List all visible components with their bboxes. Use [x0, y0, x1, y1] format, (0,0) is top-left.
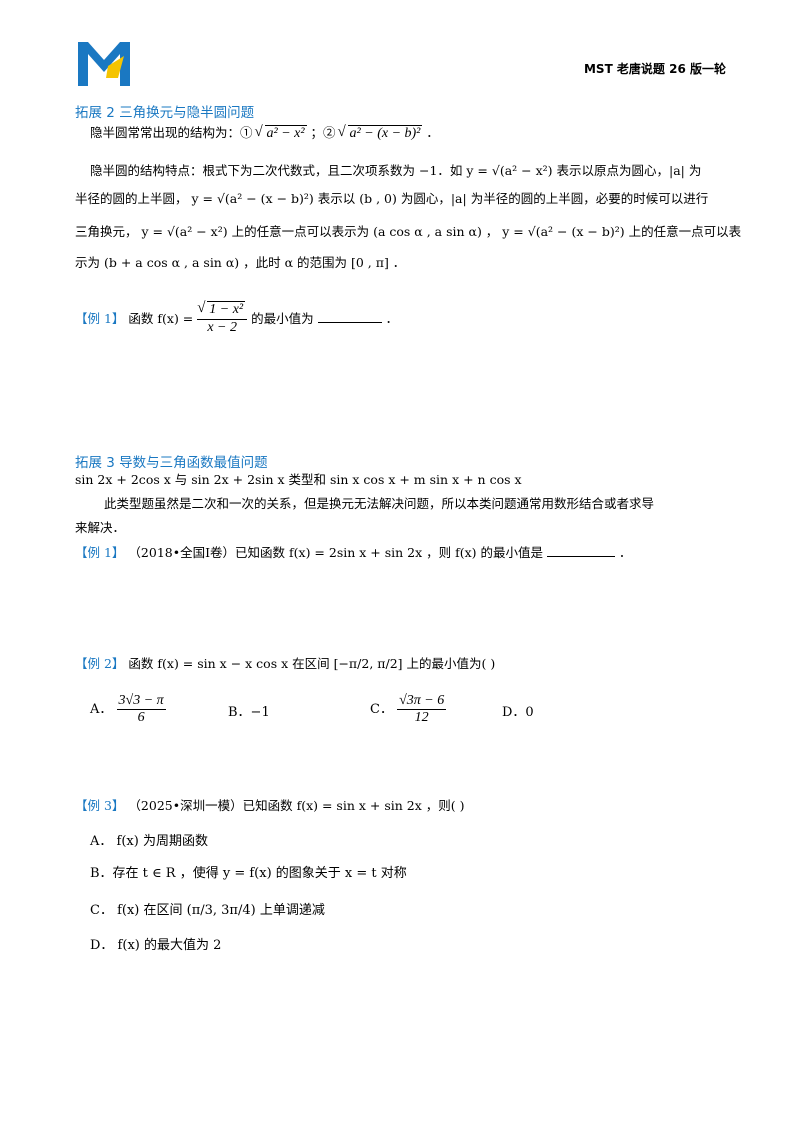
example-fraction: 1 − x² x − 2 [197, 299, 248, 337]
answer-blank[interactable] [547, 544, 616, 557]
header-title: MST 老唐说题 26 版一轮 [583, 62, 726, 76]
structure-end: ． [426, 125, 439, 140]
option-c[interactable]: C． f(x) 在区间 (π/3, 3π/4) 上单调递减 [90, 903, 325, 918]
example-1-sec2: 【例 1】 函数 f(x) = 1 − x² x − 2 的最小值为 ． [75, 299, 398, 337]
answer-blank[interactable] [317, 310, 382, 323]
structure-line: 隐半圆常常出现的结构为：① a² − x² ；② a² − (x − b)² ． [90, 123, 439, 143]
sqrt-expr-2: a² − (x − b)² [338, 123, 423, 143]
option-d[interactable]: D． f(x) 的最大值为 2 [90, 938, 222, 953]
section-title-3: 拓展 3 导数与三角函数最值问题 [75, 455, 268, 471]
example-3-sec3: 【例 3】 （2025•深圳一模）已知函数 f(x) = sin x + sin… [75, 798, 465, 813]
structure-mid: ；② [310, 125, 336, 140]
sqrt-expr-1: a² − x² [254, 123, 307, 143]
structure-prefix: 隐半圆常常出现的结构为：① [90, 125, 253, 140]
section-3-para-1: 此类型题虽然是二次和一次的关系，但是换元无法解决问题，所以本类问题通常用数形结合… [104, 496, 655, 511]
example-label: 【例 1】 [75, 310, 125, 326]
paragraph-line-3: 三角换元， y = √(a² − x²) 上的任意一点可以表示为 (a cos … [75, 224, 742, 239]
paragraph-line-2: 半径的圆的上半圆， y = √(a² − (x − b)²) 表示以 (b , … [75, 191, 709, 206]
option-a[interactable]: A． f(x) 为周期函数 [90, 834, 208, 849]
section-3-subtitle: sin 2x + 2cos x 与 sin 2x + 2sin x 类型和 si… [75, 472, 522, 487]
logo-icon [78, 42, 130, 86]
section-title-2: 拓展 2 三角换元与隐半圆问题 [75, 105, 255, 121]
example-1-sec3: 【例 1】 （2018•全国Ⅰ卷）已知函数 f(x) = 2sin x + si… [75, 544, 632, 560]
option-d[interactable]: D．0 [502, 705, 534, 720]
paragraph-line-1: 隐半圆的结构特点：根式下为二次代数式，且二次项系数为 −1．如 y = √(a²… [90, 163, 702, 178]
option-b[interactable]: B．−1 [228, 705, 270, 720]
section-3-para-2: 来解决． [75, 520, 126, 535]
example-2-sec3: 【例 2】 函数 f(x) = sin x − x cos x 在区间 [−π/… [75, 656, 496, 671]
option-b[interactable]: B．存在 t ∈ R ，使得 y = f(x) 的图象关于 x = t 对称 [90, 866, 407, 881]
paragraph-line-4: 示为 (b + a cos α , a sin α) ，此时 α 的范围为 [0… [75, 255, 406, 270]
